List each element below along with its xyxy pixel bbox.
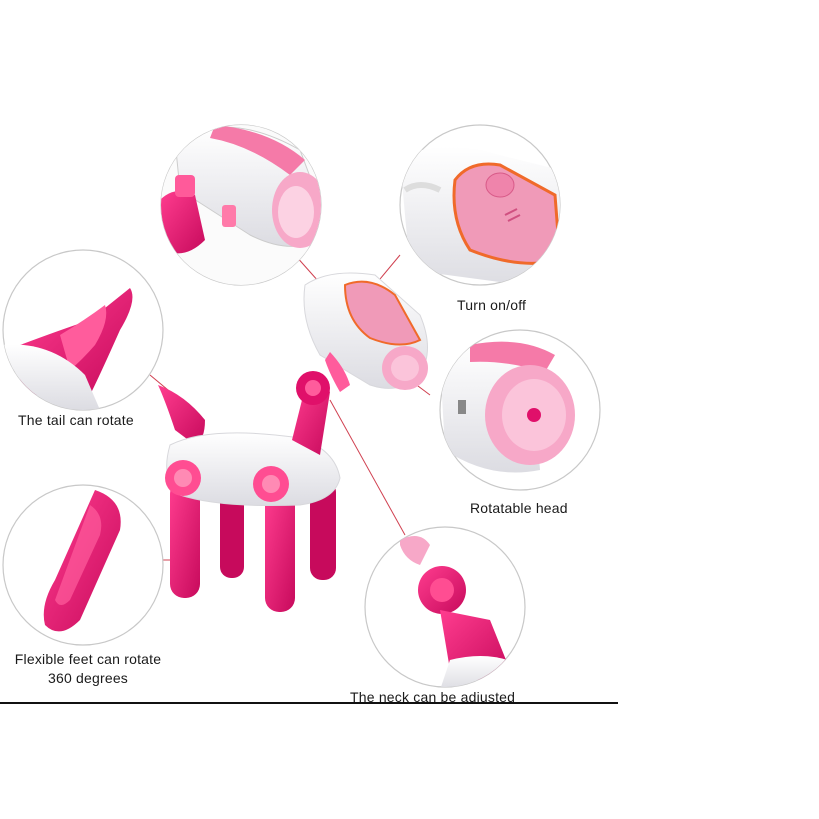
foot-detail-circle	[2, 484, 164, 646]
neck-joint-detail-circle	[364, 526, 526, 688]
caption-flexible-feet-line2: 360 degrees	[47, 670, 129, 686]
robot-dog-main	[158, 272, 428, 612]
head-side-detail-circle	[160, 124, 322, 286]
caption-neck-adjusted: The neck can be adjusted	[350, 689, 516, 702]
caption-flexible-feet-line1: Flexible feet can rotate	[14, 651, 162, 667]
rotatable-head-detail-circle	[439, 329, 601, 491]
caption-tail-rotate: The tail can rotate	[18, 412, 134, 428]
power-button-detail-circle	[399, 124, 561, 286]
caption-turn-on-off: Turn on/off	[457, 297, 527, 313]
tail-detail-circle	[2, 249, 164, 411]
bottom-divider-line	[0, 702, 618, 704]
caption-flexible-feet: Flexible feet can rotate 360 degrees	[8, 650, 168, 688]
caption-rotatable-head: Rotatable head	[470, 500, 568, 516]
